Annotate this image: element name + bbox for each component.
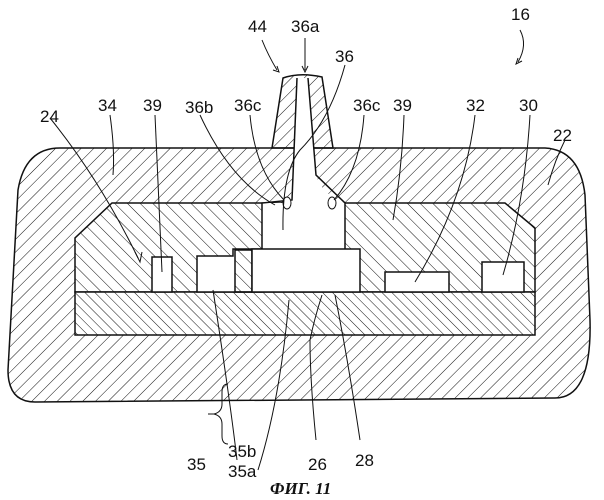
nozzle-bore-edges <box>261 77 346 249</box>
label-22: 22 <box>553 126 572 145</box>
label-35a: 35a <box>228 462 257 481</box>
seal-tip-36c-left <box>282 196 292 210</box>
label-39-right: 39 <box>393 96 412 115</box>
label-26: 26 <box>308 455 327 474</box>
label-30: 30 <box>519 96 538 115</box>
component-30 <box>481 261 525 293</box>
nozzle-bore-36 <box>262 78 345 249</box>
wall-segment <box>234 249 253 293</box>
label-34: 34 <box>98 96 117 115</box>
label-28: 28 <box>355 451 374 470</box>
label-35b: 35b <box>228 442 256 461</box>
figure-caption: ФИГ. 11 <box>270 479 331 498</box>
chip-28 <box>251 248 361 293</box>
label-36: 36 <box>335 47 354 66</box>
component-32 <box>384 271 450 293</box>
leader-lines <box>49 29 566 471</box>
substrate-hatch <box>74 291 536 336</box>
label-44: 44 <box>248 17 267 36</box>
label-32: 32 <box>466 96 485 115</box>
label-39-left: 39 <box>143 96 162 115</box>
label-35: 35 <box>187 455 206 474</box>
label-36b: 36b <box>185 98 213 117</box>
label-36c-left: 36c <box>234 96 262 115</box>
label-24: 24 <box>40 107 59 126</box>
label-36c-right: 36c <box>353 96 381 115</box>
component-39-left <box>151 256 173 293</box>
label-16: 16 <box>511 5 530 24</box>
label-36a: 36a <box>291 17 320 36</box>
